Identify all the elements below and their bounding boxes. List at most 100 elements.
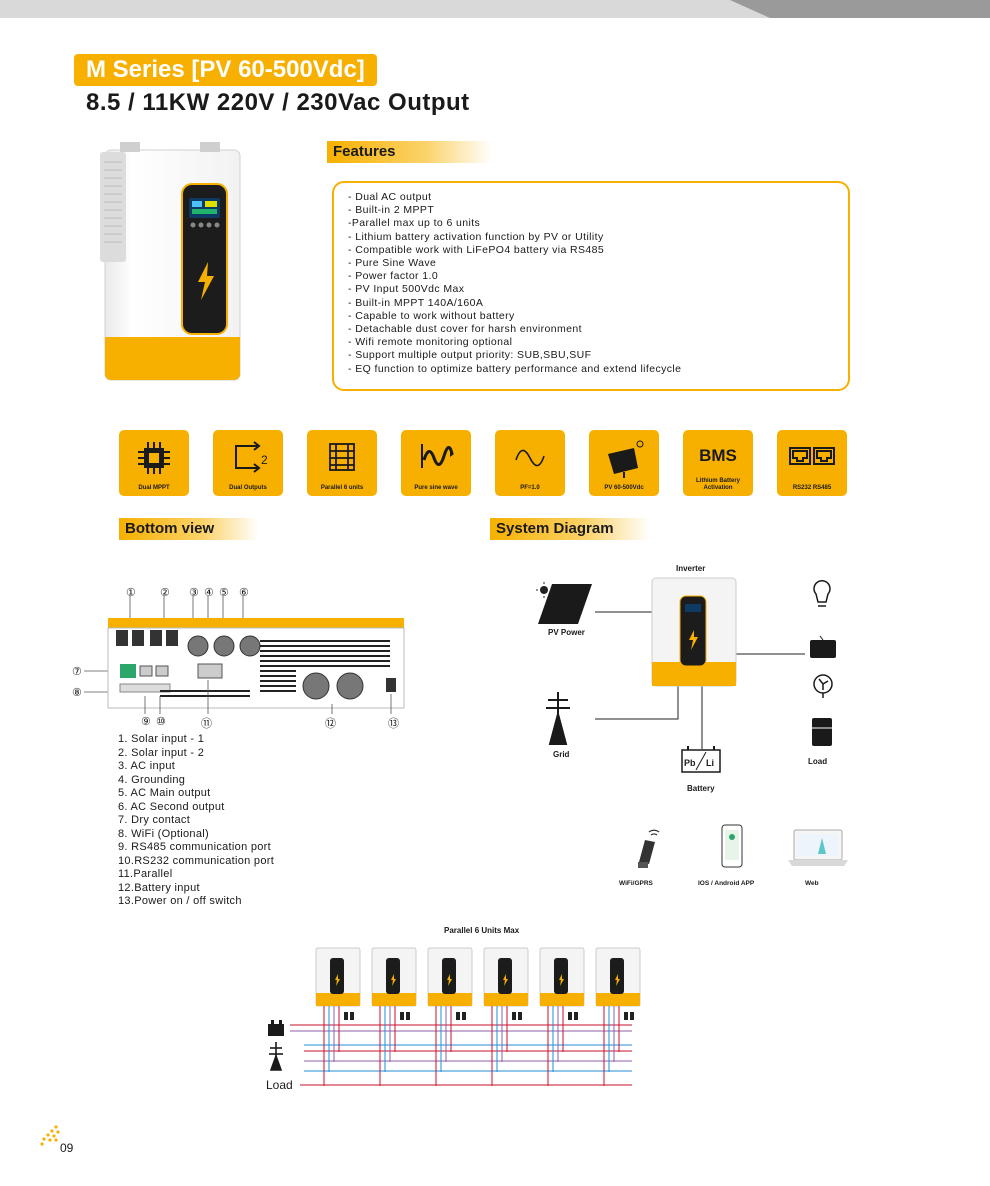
callout-6: ⑥ [239,587,249,599]
bms-icon: BMS [699,446,737,465]
battery-li-text: Li [706,758,714,768]
feature-card-label: RS232 RS485 [792,485,832,491]
features-box: - Dual AC output - Built-in 2 MPPT -Para… [332,181,850,391]
feature-item: -Parallel max up to 6 units [348,217,481,230]
feature-card-rs: RS232 RS485 [777,430,847,496]
feature-card-sine: Pure sine wave [401,430,471,496]
callout-10: ⑩ [156,716,166,728]
feature-item: - Lithium battery activation function by… [348,230,604,243]
series-title: M Series [PV 60-500Vdc] [74,54,377,86]
feature-item: - Built-in MPPT 140A/160A [348,296,484,309]
callout-4: ④ [204,587,214,599]
bottom-view-drawing [84,596,405,714]
laptop-icon [788,829,848,866]
parallel-icon [329,443,355,471]
system-diagram-heading: System Diagram [490,518,650,540]
light-bulb-icon [813,579,831,607]
dual-output-icon: 2 [235,441,268,473]
top-bar-accent [730,0,990,18]
callout-12: ⑫ [325,718,336,730]
callout-11: ⑪ [201,718,212,730]
parallel-unit-6 [595,947,641,1007]
tv-icon [810,640,836,658]
battery-label: Battery [687,784,715,793]
legend-item: 4. Grounding [118,773,186,786]
legend-item: 12.Battery input [118,881,200,894]
feature-item: - Built-in 2 MPPT [348,204,435,217]
grid-tower-icon [546,692,570,745]
feature-card-pv: PV 60-500Vdc [589,430,659,496]
feature-item: - Pure Sine Wave [348,257,437,270]
feature-card-pf: PF=1.0 [495,430,565,496]
power-factor-icon [515,449,545,467]
feature-item: - PV Input 500Vdc Max [348,283,465,296]
parallel-title: Parallel 6 Units Max [444,926,520,935]
parallel-diagram [268,947,641,1086]
system-diagram: Pb Li [536,577,836,773]
wifi-gprs-label: WiFi/GPRS [619,880,653,887]
app-label: IOS / Android APP [698,880,755,887]
legend-item: 13.Power on / off switch [118,895,242,907]
feature-card-bms: BMS Lithium Battery Activation [683,430,753,496]
legend-item: 8. WiFi (Optional) [118,827,209,840]
page-number: 09 [60,1141,74,1155]
legend-item: 11.Parallel [118,868,173,880]
bottom-view-heading: Bottom view [119,518,259,540]
parallel-load-label: Load [266,1078,293,1092]
callout-7: ⑦ [72,666,82,678]
svg-text:2: 2 [261,453,268,467]
legend-item: 3. AC input [118,760,176,772]
feature-item: - Capable to work without battery [348,309,515,322]
features-heading: Features [327,141,492,163]
feature-item: - Detachable dust cover for harsh enviro… [348,323,582,336]
sine-wave-icon [421,444,454,468]
legend-item: 10.RS232 communication port [118,854,275,867]
parallel-unit-3 [427,947,473,1007]
feature-card-label: PF=1.0 [520,485,540,491]
callout-1: ① [126,587,136,599]
feature-card-parallel: Parallel 6 units [307,430,377,496]
legend-item: 9. RS485 communication port [118,841,272,853]
solar-panel-icon [538,584,592,624]
battery-icon [268,1024,284,1036]
callout-9: ⑨ [141,716,151,728]
legend-item: 2. Solar input - 2 [118,746,205,759]
load-label: Load [808,757,828,766]
grid-label: Grid [553,750,570,759]
battery-pb-text: Pb [684,758,696,768]
web-label: Web [805,880,819,887]
legend-item: 1. Solar input - 1 [118,733,205,745]
callout-2: ② [160,587,170,599]
callout-5: ⑤ [219,587,229,599]
parallel-unit-2 [371,947,417,1007]
inverter-product-image [100,142,241,381]
callout-8: ⑧ [72,687,82,699]
inverter-label: Inverter [676,564,706,573]
smartphone-icon [721,824,743,868]
legend-item: 7. Dry contact [118,814,191,826]
parallel-unit-1 [315,947,361,1007]
wifi-dongle-icon [638,829,660,868]
fridge-icon [812,718,832,746]
feature-item: - Support multiple output priority: SUB,… [348,349,592,362]
page-title: 8.5 / 11KW 220V / 230Vac Output [86,89,470,116]
features-list: - Dual AC output - Built-in 2 MPPT -Para… [348,191,834,376]
feature-card-label: Dual Outputs [229,485,267,491]
bottom-view-legend: 1. Solar input - 1 2. Solar input - 2 3.… [118,733,274,909]
feature-card-label: Pure sine wave [414,485,458,491]
dots-decoration-icon [40,1125,60,1146]
feature-card-label: PV 60-500Vdc [604,485,644,491]
feature-item: - Wifi remote monitoring optional [348,336,513,349]
fan-icon [813,674,833,698]
legend-item: 6. AC Second output [118,800,225,813]
solar-panel-icon [608,440,644,478]
feature-item: - Compatible work with LiFePO4 battery v… [348,243,605,256]
pv-label: PV Power [548,628,585,637]
parallel-unit-5 [539,947,585,1007]
feature-item: - EQ function to optimize battery perfor… [348,362,682,375]
feature-card-dual-outputs: 2 Dual Outputs [213,430,283,496]
chip-icon [138,442,170,474]
feature-card-label: Dual MPPT [138,485,170,491]
feature-card-label: Parallel 6 units [320,485,364,491]
legend-item: 5. AC Main output [118,787,211,799]
